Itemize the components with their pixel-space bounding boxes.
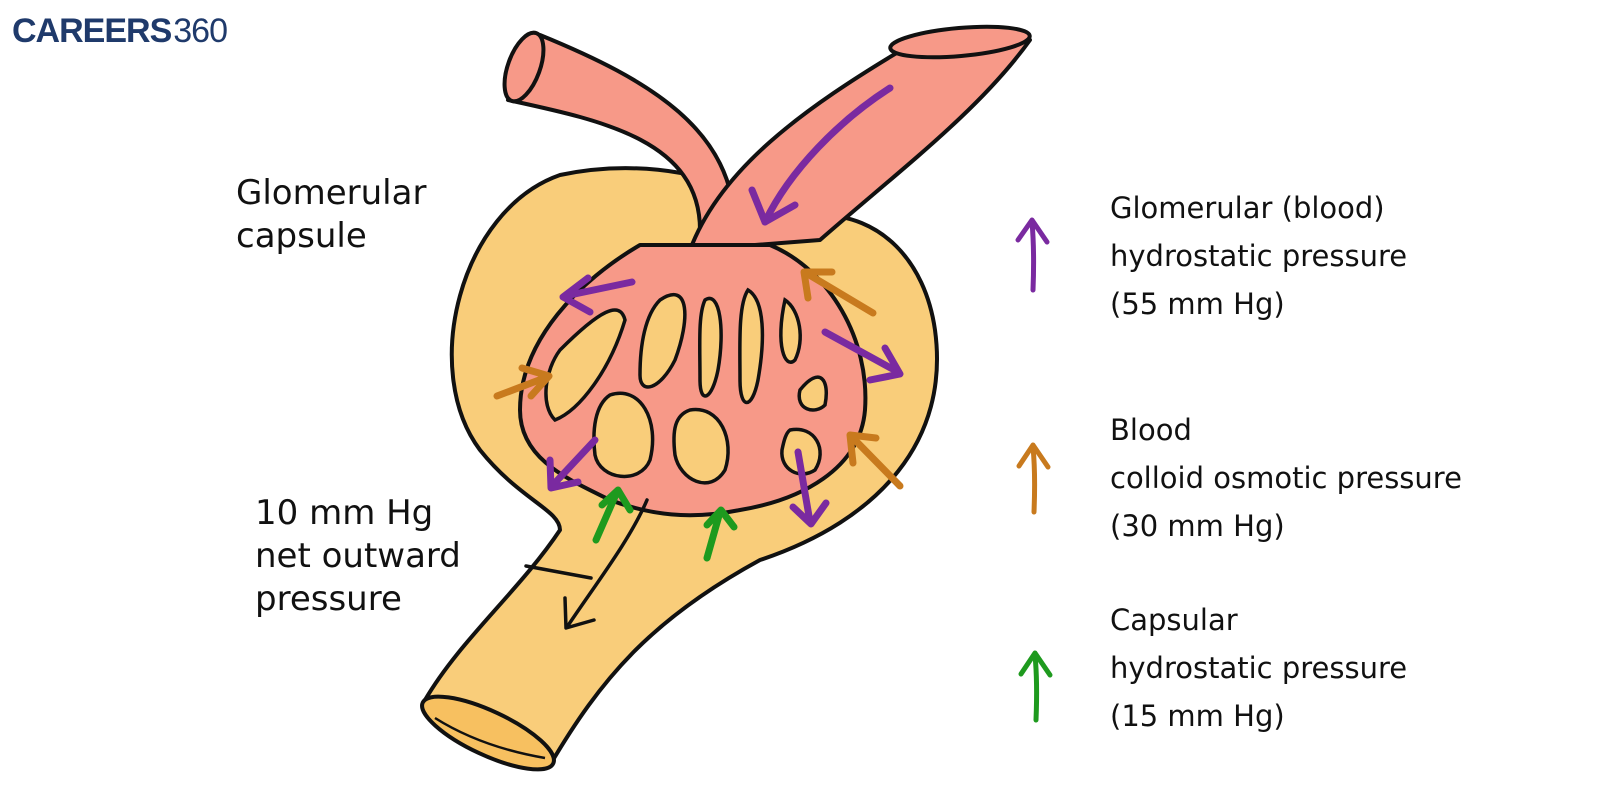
legend-line: hydrostatic pressure (1110, 239, 1408, 273)
capsule-label-line: Glomerular (236, 173, 427, 213)
colloid-osmotic-arrows (493, 268, 904, 490)
legend-glomerular-hydrostatic: Glomerular (blood) hydrostatic pressure … (1110, 184, 1407, 328)
net-pressure-line: pressure (255, 579, 402, 619)
capsular-pressure-arrows (592, 486, 738, 562)
legend-line: colloid osmotic pressure (1110, 461, 1462, 495)
careers360-logo: CAREERS 360 (12, 12, 228, 52)
capsule-label: Glomerular capsule (236, 172, 426, 258)
net-pressure-line: net outward (255, 536, 461, 576)
legend-line: Blood (1110, 413, 1192, 447)
logo-number: 360 (173, 12, 228, 50)
net-pressure-label: 10 mm Hg net outward pressure (255, 492, 461, 621)
legend-colloid-osmotic: Blood colloid osmotic pressure (30 mm Hg… (1110, 406, 1462, 550)
legend-line: Capsular (1110, 603, 1238, 637)
legend-arrow-capsular (1018, 650, 1053, 723)
legend-line: hydrostatic pressure (1110, 651, 1408, 685)
legend-line: (30 mm Hg) (1110, 509, 1285, 543)
legend-arrow-glomerular (1015, 217, 1050, 293)
capillary-tuft (518, 243, 868, 518)
capsule-label-line: capsule (236, 216, 367, 256)
glomerular-pressure-arrows (546, 84, 904, 528)
net-pressure-arrow (524, 498, 649, 630)
legend-line: Glomerular (blood) (1110, 191, 1385, 225)
legend-capsular-hydrostatic: Capsular hydrostatic pressure (15 mm Hg) (1110, 596, 1407, 740)
legend-line: (15 mm Hg) (1110, 699, 1285, 733)
logo-bold: CAREERS (12, 12, 172, 50)
legend-arrows (1015, 217, 1053, 723)
legend-arrow-colloid (1016, 442, 1051, 515)
net-pressure-line: 10 mm Hg (255, 493, 434, 533)
legend-line: (55 mm Hg) (1110, 287, 1285, 321)
